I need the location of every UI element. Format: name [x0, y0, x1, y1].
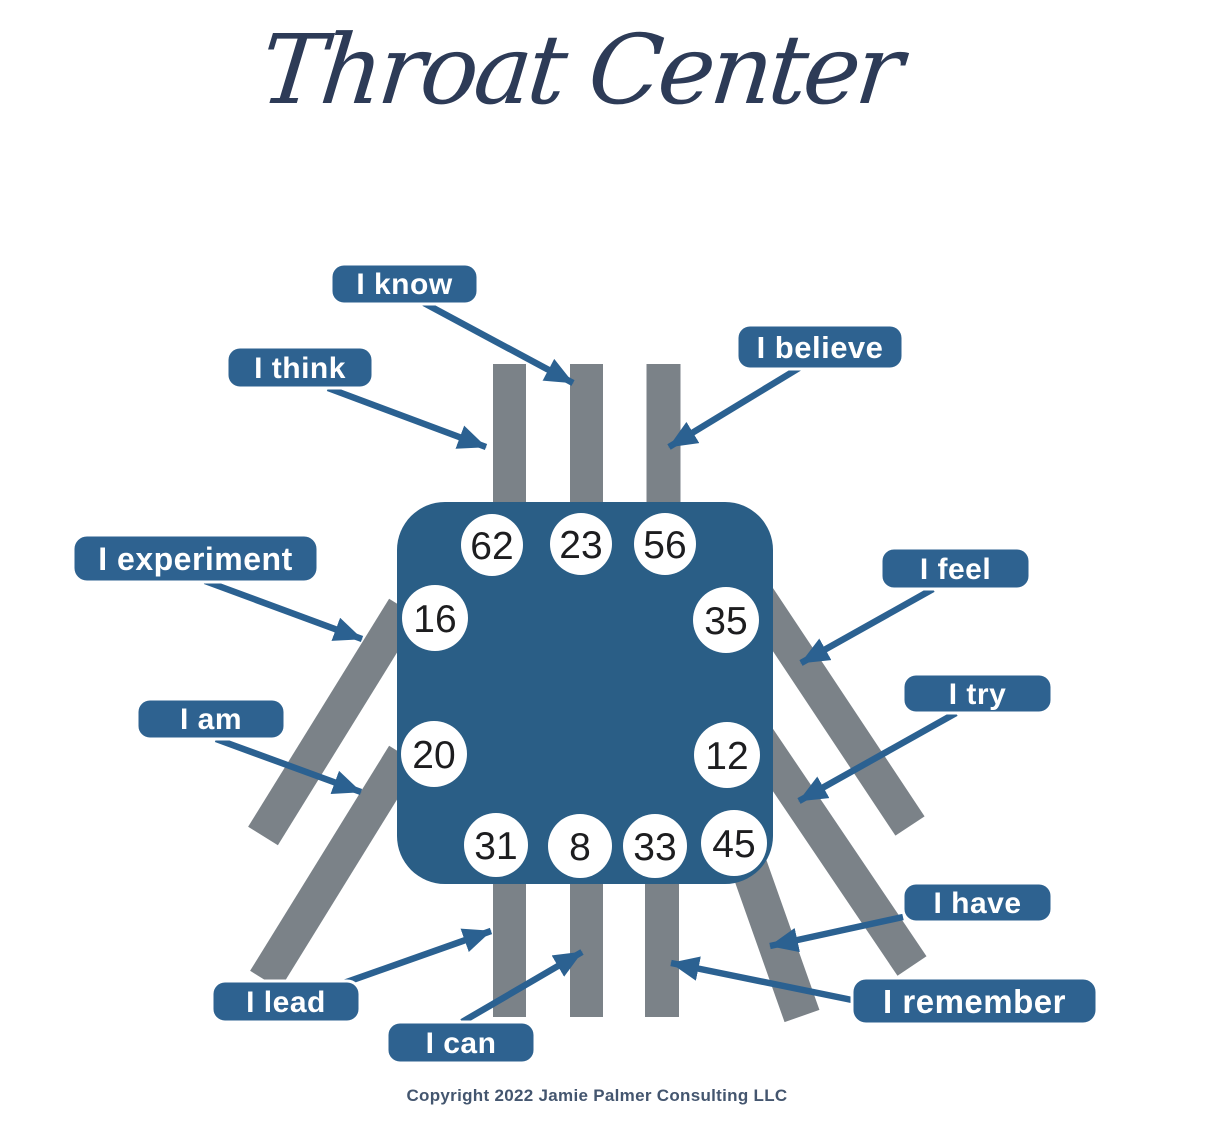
gate-circle-23: [550, 513, 612, 575]
gate-circle-62: [461, 514, 523, 576]
gate-circle-56: [634, 513, 696, 575]
gate-number-12: 12: [705, 735, 748, 778]
arrow-i-know: [422, 300, 575, 386]
channel-gate-16: [248, 598, 419, 846]
label-text-i-can: I can: [426, 1027, 497, 1060]
gates: 62 23 56 16 35 20: [401, 513, 767, 878]
channel-gate-12: [735, 716, 927, 976]
label-i-have: I have: [901, 881, 1054, 924]
gate-number-56: 56: [643, 524, 686, 567]
gate-circle-12: [694, 722, 760, 788]
gate-circle-33: [623, 814, 687, 878]
label-box-i-feel: [879, 546, 1032, 591]
label-text-i-experiment: I experiment: [98, 541, 293, 577]
gate-number-62: 62: [470, 525, 513, 568]
gate-number-8: 8: [569, 826, 591, 869]
label-box-i-have: [901, 881, 1054, 924]
arrow-i-try: [797, 710, 958, 804]
label-box-i-lead: [210, 979, 362, 1024]
gate-20: 20: [401, 721, 467, 787]
gate-56: 56: [634, 513, 696, 575]
gate-circle-16: [402, 585, 468, 651]
channels: [248, 364, 927, 1023]
label-box-i-believe: [735, 323, 905, 371]
label-i-lead: I lead: [210, 979, 362, 1024]
arrow-i-can: [460, 949, 584, 1025]
throat-center-square: [397, 502, 773, 884]
label-box-i-can: [385, 1020, 537, 1065]
label-text-i-lead: I lead: [246, 986, 326, 1019]
label-box-i-think: [225, 345, 375, 390]
arrow-i-remember: [670, 956, 853, 1004]
gate-circle-20: [401, 721, 467, 787]
label-box-i-remember: [850, 976, 1099, 1026]
arrow-i-think: [326, 384, 488, 451]
gate-16: 16: [402, 585, 468, 651]
label-i-try: I try: [901, 672, 1054, 715]
arrow-i-lead: [342, 927, 493, 987]
arrow-i-have: [769, 913, 904, 953]
gate-number-31: 31: [474, 825, 517, 868]
label-text-i-think: I think: [254, 352, 346, 385]
gate-number-45: 45: [712, 823, 755, 866]
label-box-i-experiment: [71, 533, 320, 584]
label-text-i-believe: I believe: [757, 330, 884, 365]
label-box-i-try: [901, 672, 1054, 715]
arrow-i-believe: [667, 365, 801, 450]
gate-12: 12: [694, 722, 760, 788]
label-text-i-am: I am: [180, 703, 242, 736]
arrow-i-feel: [799, 586, 935, 666]
arrow-i-am: [214, 735, 363, 796]
copyright-text: Copyright 2022 Jamie Palmer Consulting L…: [406, 1086, 788, 1105]
gate-62: 62: [461, 514, 523, 576]
label-i-am: I am: [135, 697, 287, 741]
channel-gate-45: [727, 848, 820, 1023]
arrows: [203, 300, 958, 1025]
label-i-think: I think: [225, 345, 375, 390]
gate-circle-31: [464, 813, 528, 877]
label-box-i-know: [329, 262, 480, 306]
gate-45: 45: [701, 810, 767, 876]
label-i-believe: I believe: [735, 323, 905, 371]
label-box-i-am: [135, 697, 287, 741]
gate-number-20: 20: [412, 734, 455, 777]
gate-number-23: 23: [559, 524, 602, 567]
label-i-feel: I feel: [879, 546, 1032, 591]
label-i-can: I can: [385, 1020, 537, 1065]
gate-33: 33: [623, 814, 687, 878]
label-text-i-have: I have: [933, 887, 1021, 920]
gate-35: 35: [693, 587, 759, 653]
gate-circle-8: [548, 814, 612, 878]
channel-gate-20: [250, 745, 419, 990]
label-i-experiment: I experiment: [71, 533, 320, 584]
gate-8: 8: [548, 814, 612, 878]
labels: I know I think I believe I experiment I …: [71, 262, 1099, 1065]
gate-number-16: 16: [413, 598, 456, 641]
label-i-know: I know: [329, 262, 480, 306]
label-i-remember: I remember: [850, 976, 1099, 1026]
gate-number-35: 35: [704, 600, 747, 643]
channel-gate-35: [733, 572, 925, 836]
arrow-i-experiment: [203, 577, 364, 643]
label-text-i-remember: I remember: [883, 983, 1066, 1020]
gate-number-33: 33: [633, 826, 676, 869]
gate-31: 31: [464, 813, 528, 877]
gate-circle-45: [701, 810, 767, 876]
label-text-i-know: I know: [356, 268, 453, 301]
gate-circle-35: [693, 587, 759, 653]
label-text-i-feel: I feel: [920, 553, 991, 586]
label-text-i-try: I try: [949, 678, 1007, 711]
gate-23: 23: [550, 513, 612, 575]
